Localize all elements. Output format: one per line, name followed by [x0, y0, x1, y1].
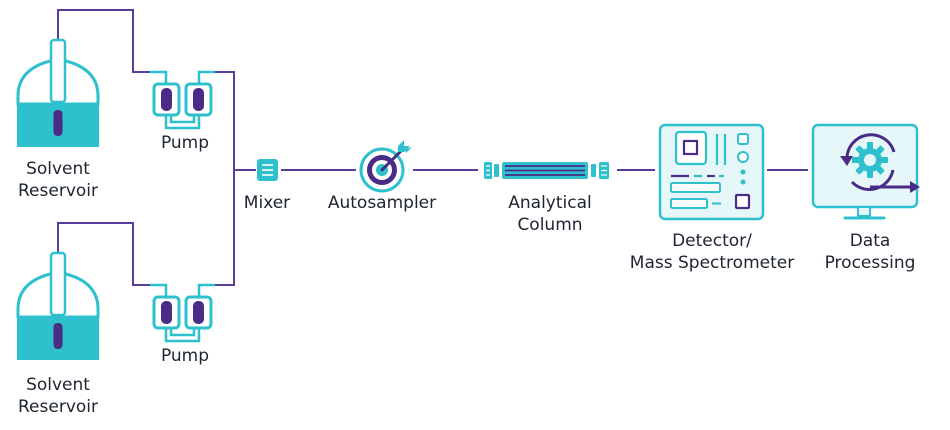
reservoir-top-label-line1: Solvent — [26, 159, 90, 179]
reservoir-top-label: Solvent Reservoir — [8, 158, 108, 202]
pump-bottom-label: Pump — [160, 346, 210, 366]
mixer-label: Mixer — [243, 193, 291, 213]
reservoir-bottom-label-line2: Reservoir — [18, 397, 98, 417]
connector-lines — [57, 9, 808, 286]
reservoir-bottom-label-line1: Solvent — [26, 375, 90, 395]
pumps-bracket — [215, 71, 235, 286]
data-processing-label: Data Processing — [815, 230, 925, 274]
detector-label-line2: Mass Spectrometer — [629, 253, 795, 273]
data-processing-label-line1: Data — [849, 231, 891, 251]
pump-icon — [150, 70, 215, 130]
column-icon — [484, 162, 609, 179]
reservoir-top-label-line2: Reservoir — [18, 181, 98, 201]
data-processing-label-line2: Processing — [824, 253, 916, 273]
column-label-line2: Column — [517, 215, 583, 235]
detector-label-line1: Detector/ — [672, 231, 752, 251]
column-label-line1: Analytical — [508, 193, 592, 213]
mixer-icon — [257, 159, 278, 181]
monitor-gear-icon — [811, 123, 920, 220]
detector-label: Detector/ Mass Spectrometer — [612, 230, 812, 274]
gear-icon — [852, 142, 888, 178]
pump-top-label: Pump — [160, 133, 210, 153]
pump-icon — [150, 283, 215, 343]
flask-icon — [16, 251, 100, 360]
detector-icon — [658, 123, 765, 221]
autosampler-label: Autosampler — [327, 193, 437, 213]
column-label: Analytical Column — [490, 192, 610, 236]
tube-bottom-reservoir-to-pump — [57, 222, 150, 286]
flask-icon — [16, 38, 100, 147]
reservoir-bottom-label: Solvent Reservoir — [8, 374, 108, 418]
tube-top-reservoir-to-pump — [57, 9, 150, 73]
target-icon — [359, 140, 412, 193]
